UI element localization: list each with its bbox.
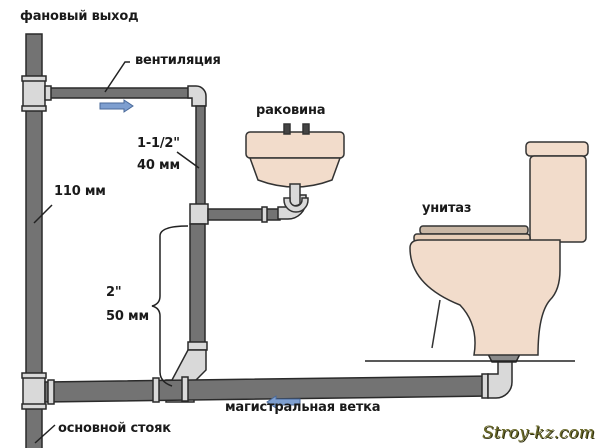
vertical-40mm-pipe <box>195 105 206 207</box>
label-size-50-mm: 50 мм <box>106 309 149 324</box>
leader-riser <box>34 424 56 444</box>
vent-pipe <box>47 87 194 99</box>
riser-tee-bottom <box>22 374 46 408</box>
label-toilet: унитаз <box>422 201 472 216</box>
riser-tee-top <box>22 77 46 111</box>
label-size-40-mm: 40 мм <box>137 158 180 173</box>
label-main-riser: основной стояк <box>58 421 171 436</box>
leader-ventilation <box>104 61 130 93</box>
brace-50mm <box>151 225 189 387</box>
watermark: Stroy-kz.com <box>482 423 595 443</box>
label-size-40-inch: 1-1/2" <box>137 136 180 151</box>
sink-branch-pipe <box>207 208 281 221</box>
label-sink: раковина <box>256 103 326 118</box>
vent-elbow <box>187 85 207 107</box>
vertical-50mm-pipe <box>189 223 206 347</box>
flow-arrow-right <box>99 99 134 113</box>
label-size-50-inch: 2" <box>106 285 122 300</box>
main-branch-pipe <box>44 375 491 403</box>
leader-110mm <box>33 204 53 224</box>
label-size-110: 110 мм <box>54 184 106 199</box>
label-vent-outlet: фановый выход <box>20 9 139 24</box>
toilet-illustration <box>409 141 589 356</box>
leader-40mm <box>176 151 200 169</box>
main-riser-pipe <box>25 33 43 448</box>
label-ventilation: вентиляция <box>135 53 221 68</box>
label-main-branch: магистральная ветка <box>225 400 381 415</box>
toilet-elbow <box>487 359 513 399</box>
flow-arrow-left <box>266 395 301 409</box>
sink-tee <box>189 203 209 225</box>
sink-illustration <box>245 123 345 213</box>
